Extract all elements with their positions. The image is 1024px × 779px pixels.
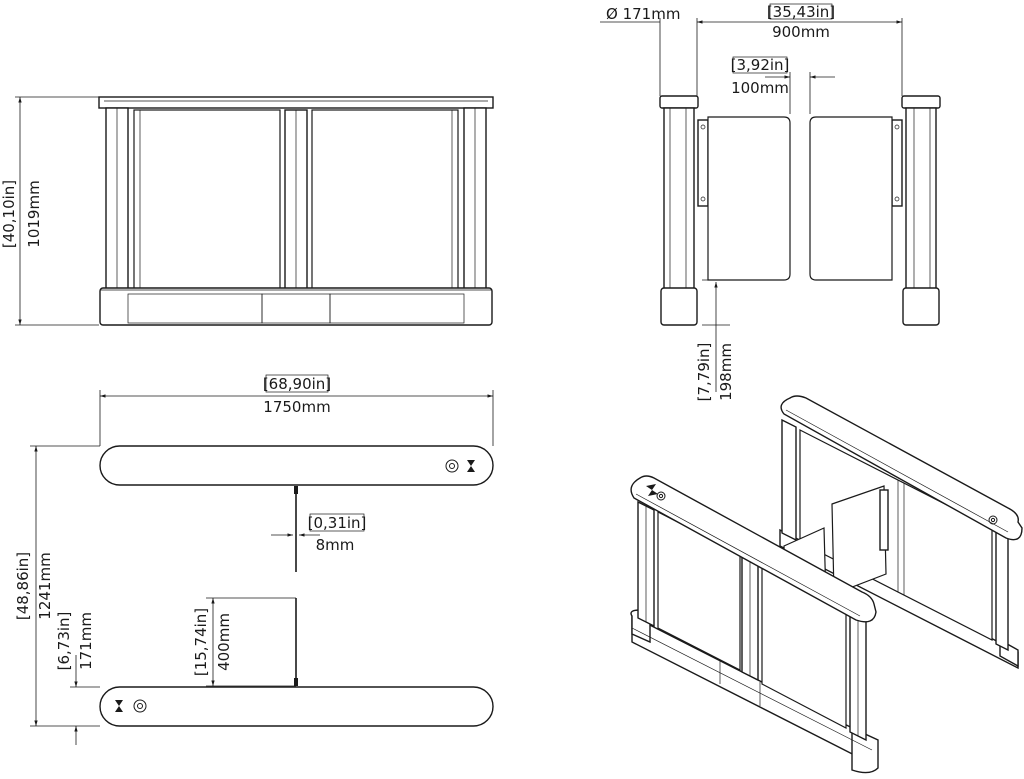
front-unit: [630, 475, 879, 774]
flap-length-dimension: [15,74in] 400mm: [192, 597, 296, 687]
barrier-icon-iso: [646, 484, 658, 496]
barrier-icon-lower: [115, 700, 123, 712]
glass-thick-mm-label: 8mm: [316, 536, 355, 554]
cabinet-width-dimension: [6,73in] 171mm: [55, 612, 100, 745]
cab-width-in-label: [6,73in]: [55, 612, 73, 671]
gap-dimension: [3,92in] 100mm: [731, 56, 835, 114]
height-mm-label: 1019mm: [25, 180, 43, 247]
reader-icon-lower: [133, 699, 147, 713]
cab-width-mm-label: 171mm: [77, 612, 95, 670]
passage-mm-label: 900mm: [772, 23, 830, 41]
glass-bottom-in-label: [7,79in]: [695, 343, 713, 402]
glass-thickness-dimension: [0,31in] 8mm: [271, 513, 367, 554]
passage-dimension: [35,43in] 900mm: [697, 3, 903, 96]
gap-mm-label: 100mm: [731, 79, 789, 97]
glass-thick-in-label: [0,31in]: [308, 514, 367, 532]
end-elevation-view: [659, 95, 941, 326]
glass-bottom-dimension: [7,79in] 198mm: [695, 279, 735, 402]
length-dimension: [68,90in] 1750mm: [99, 374, 494, 446]
length-in-label: [68,90in]: [263, 375, 331, 393]
height-dimension: [40,10in] 1019mm: [0, 96, 99, 326]
front-elevation-view: [98, 96, 494, 326]
height-in-label: [40,10in]: [0, 180, 18, 248]
reader-icon: [445, 459, 459, 473]
glass-bottom-mm-label: 198mm: [717, 343, 735, 401]
plan-view: [99, 445, 494, 727]
passage-in-label: [35,43in]: [767, 3, 835, 21]
flap-mm-label: 400mm: [215, 613, 233, 671]
isometric-view: [630, 395, 1023, 774]
gap-in-label: [3,92in]: [731, 56, 790, 74]
total-width-mm-label: 1241mm: [36, 552, 54, 619]
diameter-dimension: Ø 171mm: [600, 5, 698, 96]
diameter-label: Ø 171mm: [606, 5, 680, 23]
length-mm-label: 1750mm: [263, 398, 330, 416]
barrier-icon: [467, 460, 475, 472]
flap-in-label: [15,74in]: [192, 608, 210, 676]
total-width-in-label: [48,86in]: [14, 552, 32, 620]
total-width-dimension: [48,86in] 1241mm: [14, 445, 100, 727]
